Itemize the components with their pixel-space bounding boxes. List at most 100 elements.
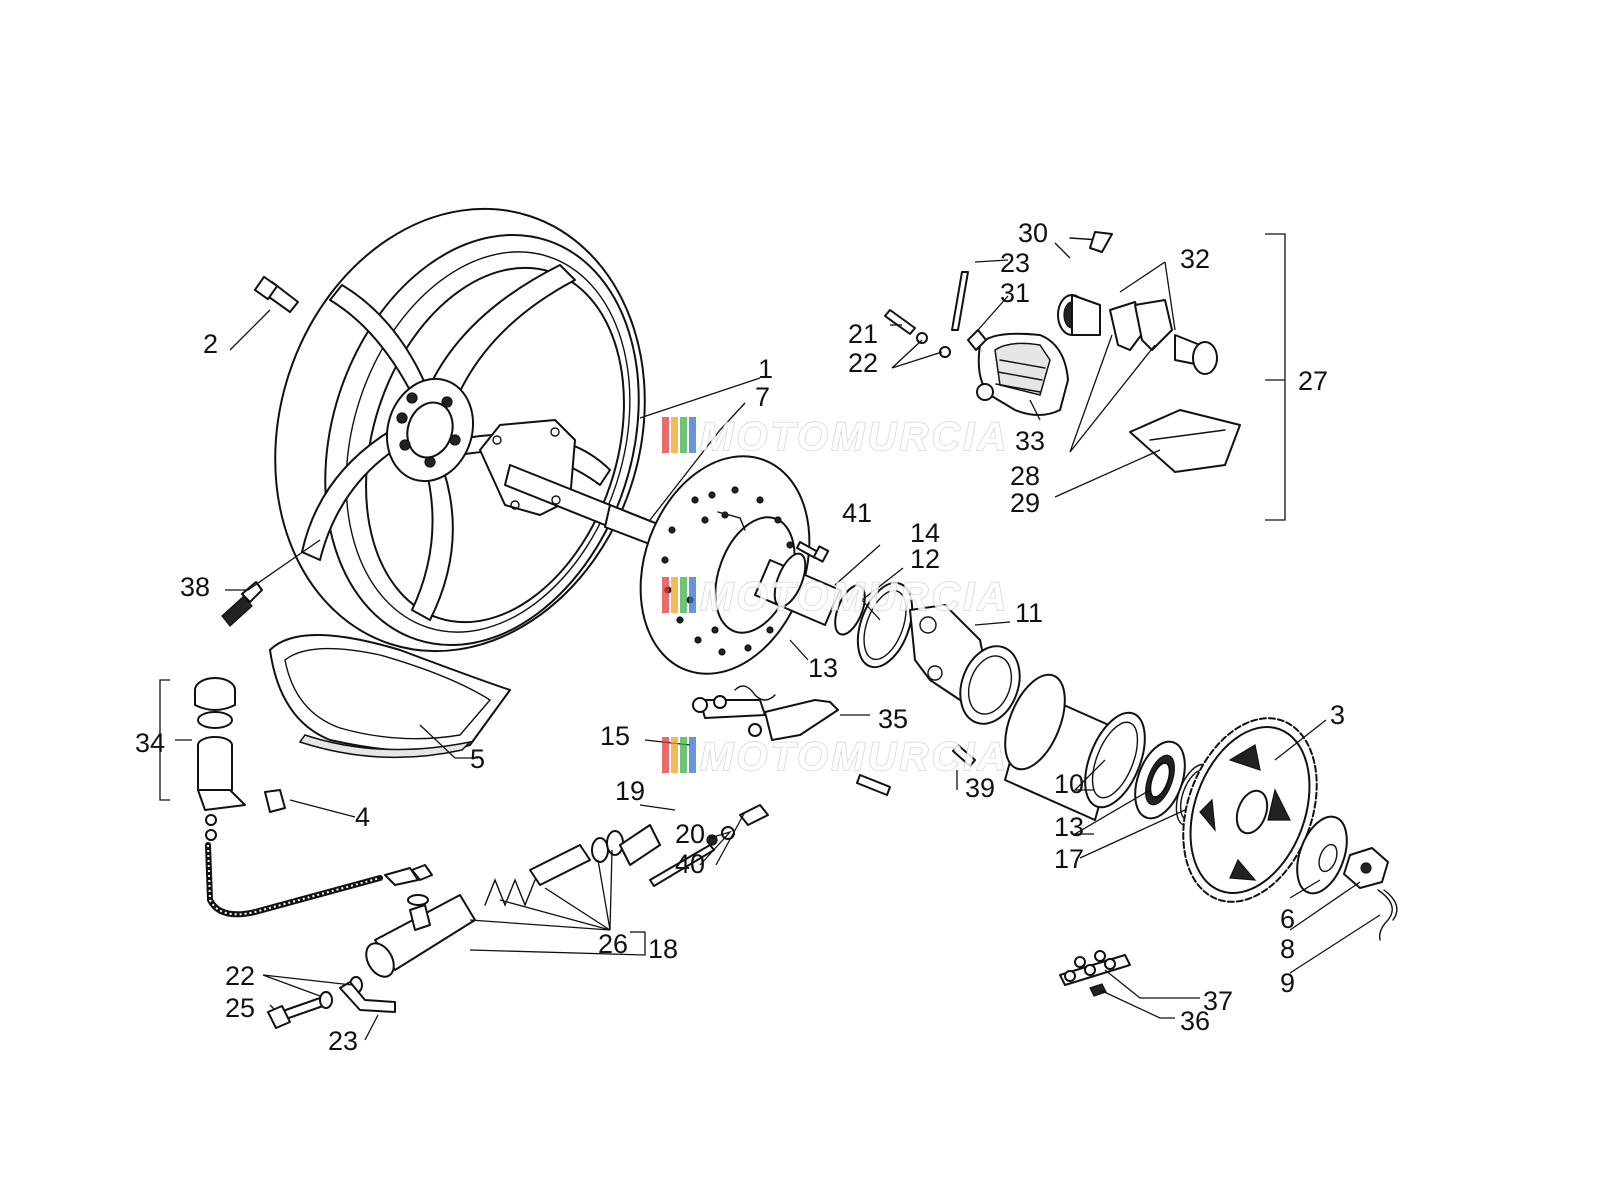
callout-23-caliper: 23 [1000,248,1030,278]
callout-23-master: 23 [328,1026,358,1056]
pushrod-clevis [739,804,769,826]
disc-bolt [796,541,830,563]
leader-lines [159,233,1381,1041]
watermark-stripe [662,577,669,613]
brake-hose-upper [951,271,969,331]
watermark-top: MOTOMURCIA [662,414,1009,460]
caliper-bracket [909,604,1021,725]
callout-37: 37 [1203,986,1233,1016]
master-cylinder-spring [484,878,536,907]
callout-30: 30 [1018,218,1048,248]
callout-11: 11 [1015,598,1043,628]
banjo-bolt-upper [884,309,951,358]
watermark-bottom: MOTOMURCIA [662,734,1009,780]
callout-9: 9 [1280,968,1295,998]
pivot-pin [952,744,976,767]
reservoir-clamp [264,789,286,813]
pad-anti-squeal-sheet [1129,409,1241,473]
callout-13-bearing: 13 [1054,812,1084,842]
watermark-stripe [662,737,669,773]
watermark-stripe [671,577,678,613]
callout-15: 15 [600,721,630,751]
watermark-text: MOTOMURCIA [700,575,1009,619]
callout-39: 39 [965,773,995,803]
brake-fluid-reservoir [194,677,246,841]
chain-master-link [1089,983,1107,997]
callout-18: 18 [648,934,678,964]
watermark-stripe [662,417,669,453]
callout-34: 34 [135,728,165,758]
callout-25: 25 [225,993,255,1023]
callout-17: 17 [1054,844,1084,874]
callout-12: 12 [910,544,940,574]
callout-3: 3 [1330,700,1345,730]
watermark-stripe [671,417,678,453]
brake-master-cylinder [365,894,476,978]
callout-20: 20 [675,819,705,849]
callout-32: 32 [1180,244,1210,274]
callout-36: 36 [1180,1006,1210,1036]
hose-fitting [384,864,433,886]
callout-38: 38 [180,572,210,602]
watermark-stripe [689,737,696,773]
callout-1: 1 [758,354,773,384]
callout-21: 21 [848,319,878,349]
sprocket-carrier [1004,673,1146,821]
watermark-stripe [680,577,687,613]
callout-40: 40 [675,849,705,879]
pedal-spring [734,685,776,701]
drive-chain [1059,950,1131,986]
pad-pin [1069,231,1113,253]
callout-35: 35 [878,704,908,734]
watermark-text: MOTOMURCIA [700,735,1009,779]
watermark-stripe [689,577,696,613]
callout-29: 29 [1010,488,1040,518]
callout-22-master: 22 [225,961,255,991]
watermark-stripe [671,737,678,773]
callout-5: 5 [470,744,485,774]
master-cylinder-piston [529,830,624,886]
banjo-bolt-lower [267,997,324,1029]
callout-41: 41 [842,498,872,528]
callout-26: 26 [598,929,628,959]
rear-wheel-rim [274,207,666,653]
wheel-bolt [253,275,299,313]
watermark-stripe [680,417,687,453]
callout-33: 33 [1015,426,1045,456]
master-cylinder-boot [619,824,661,866]
callout-31: 31 [1000,278,1030,308]
brake-hose-lower [339,981,396,1013]
bleed-valve [967,329,987,351]
callout-28: 28 [1010,461,1040,491]
watermark-text: MOTOMURCIA [700,415,1009,459]
hub-washer [1296,815,1348,895]
callout-7: 7 [755,382,770,412]
cotter-pin [1377,889,1398,941]
callout-13-spacer: 13 [808,653,838,683]
watermark-stripe [689,417,696,453]
rear-sprocket [1182,717,1318,903]
brake-pedal [692,695,839,741]
callout-27: 27 [1298,366,1328,396]
brake-pad-right [1134,299,1173,351]
piston-seal [1174,334,1218,375]
callout-10: 10 [1054,769,1084,799]
tyre-valve [221,581,263,627]
tyre-inner-tube [269,634,511,759]
callout-14: 14 [910,518,940,548]
callout-labels: 1 2 3 4 5 6 7 8 9 10 11 12 13 13 14 15 1… [135,218,1345,1056]
brake-caliper [976,332,1069,416]
callout-4: 4 [355,802,370,832]
reservoir-hose [205,842,383,918]
pedal-pivot-bolt [856,774,891,796]
watermark-stripe [680,737,687,773]
watermark-middle: MOTOMURCIA [662,574,1009,620]
caliper-piston [1057,294,1101,336]
callout-19: 19 [615,776,645,806]
callout-2: 2 [203,329,218,359]
callout-6: 6 [1280,904,1295,934]
o-ring [856,581,914,669]
callout-22-caliper: 22 [848,348,878,378]
axle-nut [1343,847,1389,889]
